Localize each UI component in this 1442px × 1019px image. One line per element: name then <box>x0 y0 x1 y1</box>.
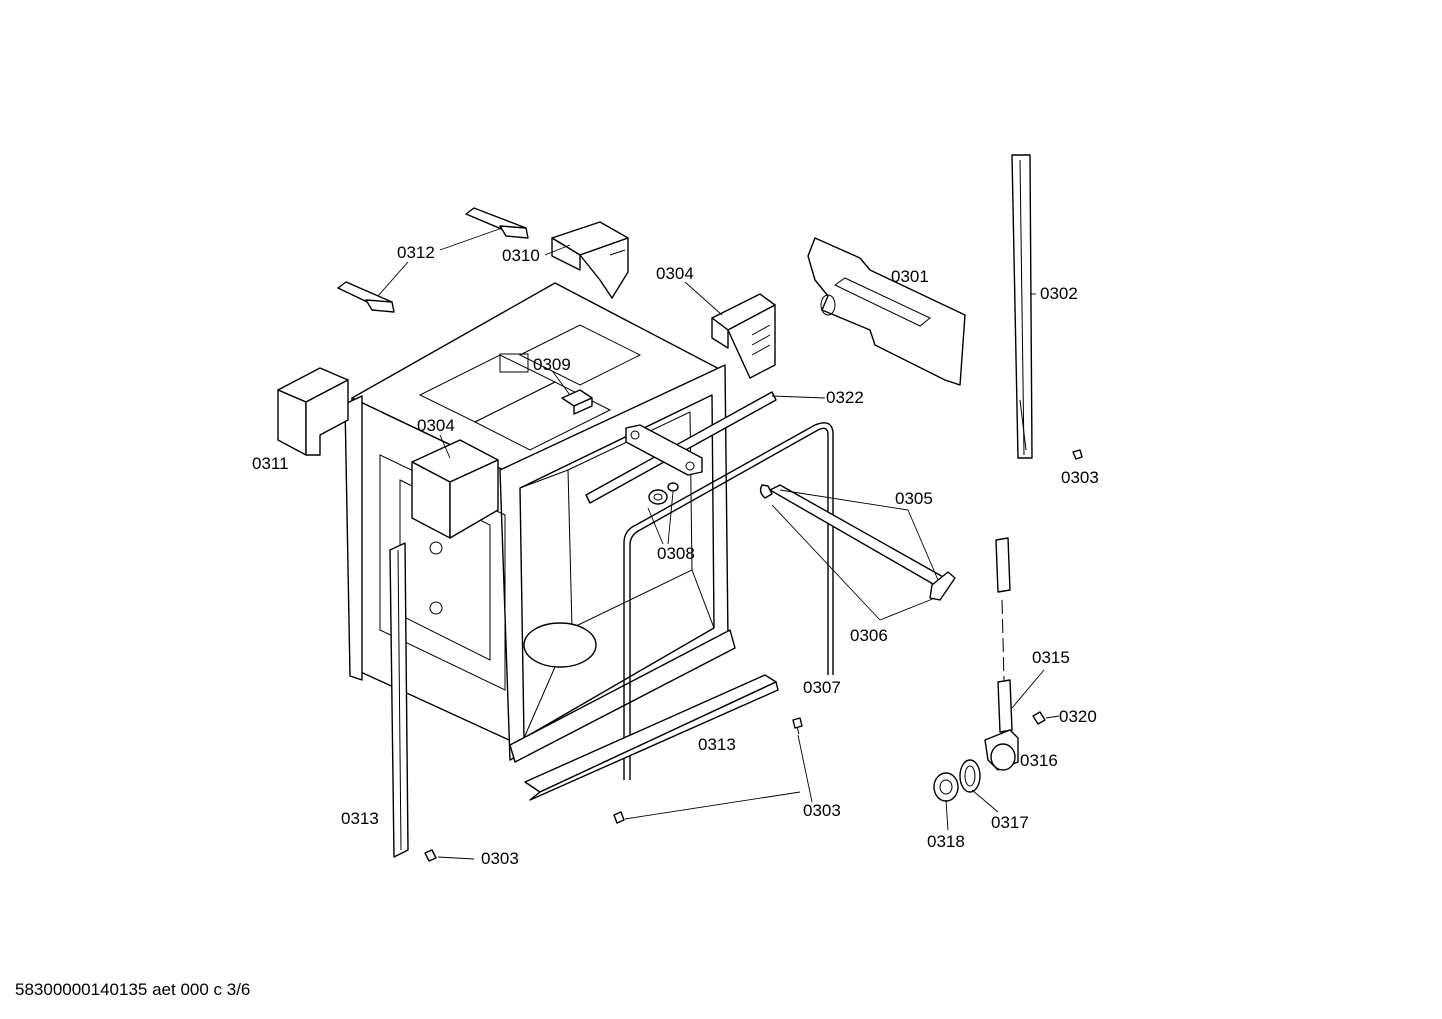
part-0302-strip <box>1011 154 1033 459</box>
label-0303-top-right: 0303 <box>1061 468 1099 487</box>
part-0312-clip-lower <box>337 281 395 313</box>
part-0311-bracket <box>277 367 349 456</box>
label-0310: 0310 <box>502 246 540 265</box>
label-0317: 0316 <box>1020 751 1058 770</box>
screw-0320 <box>1032 711 1046 725</box>
part-0316-hose <box>995 537 1013 733</box>
part-0304-bracket-lower <box>411 439 499 539</box>
part-0319-cap <box>933 772 959 802</box>
part-0301-panel <box>807 237 966 386</box>
part-hinge-bracket <box>625 424 703 476</box>
label-0303-middle: 0303 <box>803 801 841 820</box>
screw-0303-top-right <box>1072 449 1083 460</box>
label-0309: 0309 <box>533 355 571 374</box>
label-0306: 0306 <box>850 626 888 645</box>
label-0322: 0322 <box>826 388 864 407</box>
part-0309-clip <box>561 389 593 415</box>
screw-0303-lower-left <box>424 849 437 862</box>
label-0320: 0320 <box>1059 707 1097 726</box>
label-0303-lower-left: 0303 <box>481 849 519 868</box>
label-0308: 0308 <box>657 544 695 563</box>
part-0317-valve <box>984 729 1019 771</box>
part-0310-bracket <box>551 221 629 299</box>
part-0318-ring <box>959 759 981 793</box>
part-0312-clip-upper <box>465 207 529 239</box>
document-id-footer: 58300000140135 aet 000 c 3/6 <box>15 980 251 999</box>
label-0319: 0318 <box>927 832 965 851</box>
label-0304-lower: 0304 <box>417 416 455 435</box>
part-0308-washer <box>648 482 679 505</box>
label-0315: 0313 <box>698 735 736 754</box>
part-0307-gasket <box>623 422 834 780</box>
label-0302: 0302 <box>1040 284 1078 303</box>
screw-0303-bottom <box>613 811 625 824</box>
label-0316: 0315 <box>1032 648 1070 667</box>
screw-0303-middle <box>792 717 803 735</box>
label-0313-strip-label: 0313 <box>341 809 379 828</box>
label-0318: 0317 <box>991 813 1029 832</box>
part-0313-strip <box>389 542 409 858</box>
label-0307: 0307 <box>803 678 841 697</box>
leader-lines <box>377 227 1060 860</box>
part-0304-bracket-upper <box>711 293 776 379</box>
label-0312: 0312 <box>397 243 435 262</box>
label-0301: 0301 <box>891 267 929 286</box>
part-0305-arm <box>759 484 956 601</box>
label-0304-upper: 0304 <box>656 264 694 283</box>
part-0315-strip <box>524 674 779 801</box>
label-0305: 0305 <box>895 489 933 508</box>
label-0311: 0311 <box>252 454 289 473</box>
